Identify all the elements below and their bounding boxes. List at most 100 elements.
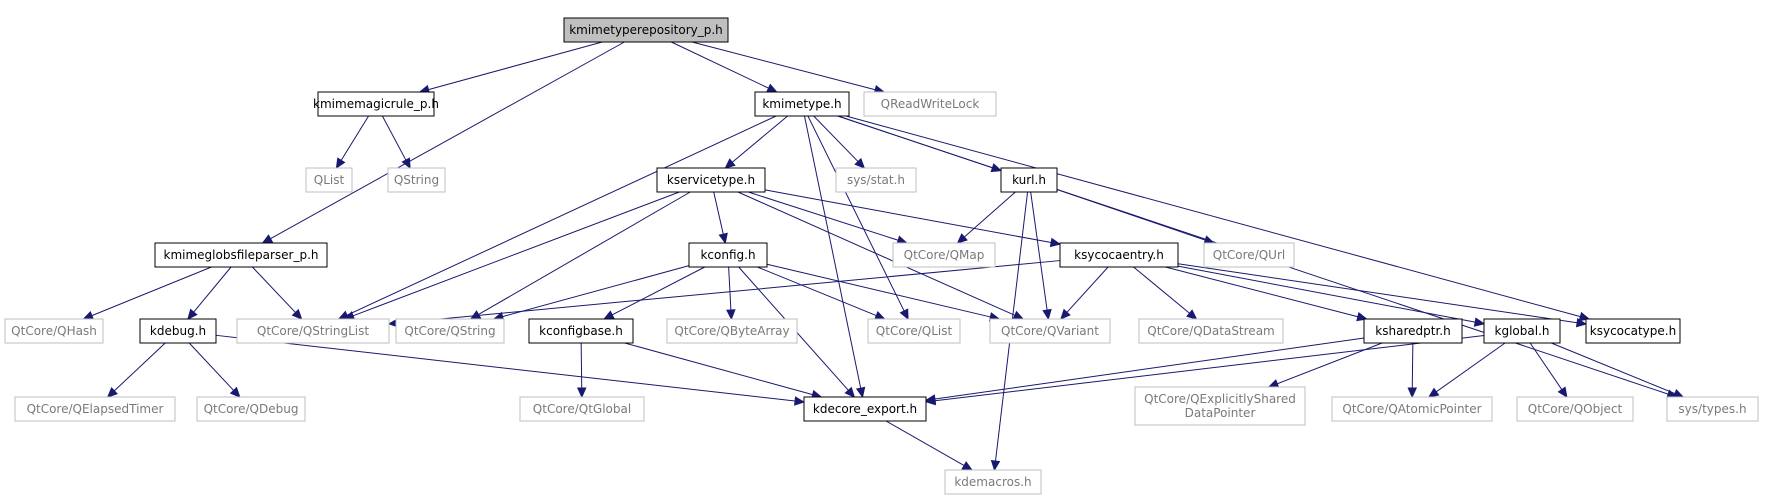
edge-line bbox=[502, 265, 690, 318]
node-box bbox=[892, 242, 996, 268]
edge-kglobal-to-qatomic bbox=[1427, 342, 1506, 398]
node-kdebug[interactable]: kdebug.h bbox=[139, 318, 217, 344]
arrowhead bbox=[1557, 386, 1568, 399]
node-qstring1: QString bbox=[387, 167, 446, 193]
node-label: QtCore/QtGlobal bbox=[533, 402, 631, 416]
arrowhead bbox=[82, 311, 95, 320]
node-qatomic: QtCore/QAtomicPointer bbox=[1331, 396, 1493, 422]
node-ksharedptr[interactable]: ksharedptr.h bbox=[1363, 318, 1463, 344]
node-label: QtCore/QElapsedTimer bbox=[27, 402, 164, 416]
node-qdebug: QtCore/QDebug bbox=[196, 396, 306, 422]
arrowhead bbox=[401, 157, 411, 170]
edge-line bbox=[270, 41, 625, 240]
arrowhead bbox=[844, 386, 856, 398]
node-box bbox=[1363, 318, 1463, 344]
arrowhead bbox=[726, 309, 736, 321]
node-box bbox=[154, 242, 328, 268]
node-label: kglobal.h bbox=[1495, 324, 1550, 338]
node-label: kdemacros.h bbox=[954, 475, 1031, 489]
node-label: QtCore/QDataStream bbox=[1147, 324, 1274, 338]
node-label: kmimeglobsfileparser_p.h bbox=[164, 248, 319, 262]
edge-line bbox=[934, 337, 1365, 400]
node-ksycocatype[interactable]: ksycocatype.h bbox=[1585, 318, 1681, 344]
arrowhead bbox=[469, 310, 482, 320]
edge-line bbox=[713, 191, 724, 235]
node-box bbox=[803, 396, 927, 422]
node-kmimemagicrule[interactable]: kmimemagicrule_p.h bbox=[313, 91, 439, 117]
edge-line bbox=[813, 115, 859, 162]
node-systypes: sys/types.h bbox=[1666, 396, 1759, 422]
edge-kmimeglobs-to-qstringlist bbox=[252, 266, 303, 320]
node-kmimetype[interactable]: kmimetype.h bbox=[754, 91, 850, 117]
node-kdecoreexport[interactable]: kdecore_export.h bbox=[803, 396, 927, 422]
node-label: QtCore/QObject bbox=[1528, 402, 1623, 416]
node-kservicetype[interactable]: kservicetype.h bbox=[656, 167, 766, 193]
edge-root-to-kmimeglobs bbox=[261, 41, 625, 244]
node-kconfigbase[interactable]: kconfigbase.h bbox=[528, 318, 634, 344]
node-ksycocaentry[interactable]: ksycocaentry.h bbox=[1059, 242, 1179, 268]
edge-root-to-kmimemagicrule bbox=[418, 41, 603, 95]
edge-kmimetype-to-qlist2 bbox=[807, 115, 909, 321]
node-label: QtCore/QUrl bbox=[1213, 248, 1285, 262]
arrowhead bbox=[766, 83, 778, 93]
edge-kurl-to-qvariant bbox=[1030, 191, 1052, 321]
node-qurl: QtCore/QUrl bbox=[1203, 242, 1295, 268]
arrowhead bbox=[1042, 308, 1052, 321]
node-box bbox=[563, 17, 729, 43]
node-label: QReadWriteLock bbox=[881, 97, 980, 111]
node-label: QtCore/QString bbox=[404, 324, 495, 338]
edge-line bbox=[691, 41, 876, 91]
node-kconfig[interactable]: kconfig.h bbox=[688, 242, 768, 268]
arrowhead bbox=[794, 396, 806, 406]
edge-kdebug-to-qelapsedtimer bbox=[106, 342, 166, 398]
edge-line bbox=[1030, 191, 1048, 311]
node-box bbox=[867, 318, 961, 344]
edge-line bbox=[1177, 263, 1578, 324]
edge-ksycocaentry-to-qstringlist bbox=[387, 260, 1061, 328]
node-kmimeglobs[interactable]: kmimeglobsfileparser_p.h bbox=[154, 242, 328, 268]
node-box bbox=[1000, 167, 1058, 193]
node-qbytearray: QtCore/QByteArray bbox=[666, 318, 798, 344]
edge-line bbox=[845, 115, 1581, 318]
arrowhead bbox=[291, 308, 303, 320]
node-box bbox=[754, 91, 850, 117]
node-box bbox=[1483, 318, 1561, 344]
edge-line bbox=[340, 115, 370, 161]
edge-kmimetype-to-kdecoreexport bbox=[803, 115, 866, 399]
edge-line bbox=[1133, 266, 1190, 314]
edge-line bbox=[624, 342, 813, 396]
edge-line bbox=[737, 191, 1016, 316]
node-label: kconfig.h bbox=[700, 248, 755, 262]
edge-kconfig-to-qstring2 bbox=[492, 265, 690, 322]
edge-line bbox=[964, 191, 1016, 238]
node-box bbox=[1138, 318, 1284, 344]
edge-line bbox=[346, 115, 777, 316]
node-label: ksharedptr.h bbox=[1375, 324, 1450, 338]
node-label: kmimemagicrule_p.h bbox=[313, 97, 439, 111]
edge-kconfig-to-qlist2 bbox=[757, 266, 886, 320]
node-box bbox=[863, 91, 997, 117]
arrowhead bbox=[1427, 387, 1440, 398]
edge-line bbox=[1435, 342, 1506, 393]
node-kglobal[interactable]: kglobal.h bbox=[1483, 318, 1561, 344]
edge-ksycocaentry-to-qvariant bbox=[1060, 266, 1109, 320]
arrowhead bbox=[1407, 387, 1418, 399]
node-box bbox=[1666, 396, 1759, 422]
node-qdatastream: QtCore/QDataStream bbox=[1138, 318, 1284, 344]
node-qlist1: QList bbox=[305, 167, 353, 193]
edge-kmimeglobs-to-qhash bbox=[82, 266, 212, 320]
edge-kdebug-to-qdebug bbox=[188, 342, 241, 398]
edge-kmimetype-to-sysstat bbox=[813, 115, 866, 169]
node-label: QtCore/QVariant bbox=[1001, 324, 1099, 338]
node-box bbox=[656, 167, 766, 193]
arrowhead bbox=[603, 310, 615, 320]
node-kurl[interactable]: kurl.h bbox=[1000, 167, 1058, 193]
edge-line bbox=[91, 266, 212, 317]
edge-line bbox=[934, 335, 1485, 402]
node-root[interactable]: kmimetyperepository_p.h bbox=[563, 17, 729, 43]
edge-root-to-qreadwritelock bbox=[691, 41, 886, 95]
edge-kurl-to-qmap bbox=[956, 191, 1016, 244]
arrowhead bbox=[187, 308, 198, 320]
edge-line bbox=[1411, 342, 1414, 389]
